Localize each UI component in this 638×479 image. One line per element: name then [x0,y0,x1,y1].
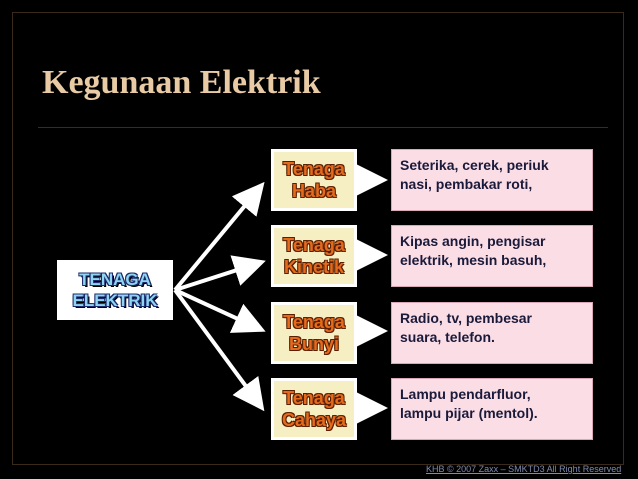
example-text-line1: Seterika, cerek, periuk [400,157,549,173]
example-text-line2: nasi, pembakar roti, [400,176,533,192]
example-text-line1: Lampu pendarfluor, [400,386,531,402]
example-text-line2: lampu pijar (mentol). [400,405,538,421]
type-label-line1: Tenaga [283,235,345,255]
type-label-line1: Tenaga [283,388,345,408]
source-label-line1: TENAGA [79,270,151,289]
type-label-line2: Haba [291,181,336,201]
type-box-cahaya: Tenaga Cahaya [271,378,357,440]
arrow-source-to-haba [173,181,265,292]
type-label-line2: Cahaya [281,410,347,430]
slide-footer: KHB © 2007 Zaxx – SMKTD3 All Right Reser… [426,464,622,474]
arrow-source-to-cahaya [173,288,265,412]
example-box-haba: Seterika, cerek, periuk nasi, pembakar r… [391,149,593,211]
example-text-line2: suara, telefon. [400,329,495,345]
example-box-kinetik: Kipas angin, pengisar elektrik, mesin ba… [391,225,593,287]
source-box-tenaga-elektrik: TENAGA ELEKTRIK [57,260,173,320]
type-label-line2: Kinetik [283,257,344,277]
slide-title: Kegunaan Elektrik [42,64,321,101]
type-label-line2: Bunyi [288,334,339,354]
type-label-line1: Tenaga [283,312,345,332]
example-text-line1: Kipas angin, pengisar [400,233,546,249]
example-box-bunyi: Radio, tv, pembesar suara, telefon. [391,302,593,364]
type-box-kinetik: Tenaga Kinetik [271,225,357,287]
type-box-bunyi: Tenaga Bunyi [271,302,357,364]
example-text-line2: elektrik, mesin basuh, [400,252,547,268]
arrow-source-to-kinetik [174,255,266,292]
example-text-line1: Radio, tv, pembesar [400,310,533,326]
type-box-haba: Tenaga Haba [271,149,357,211]
title-divider [38,127,608,128]
slide-frame [12,12,624,465]
example-box-cahaya: Lampu pendarfluor, lampu pijar (mentol). [391,378,593,440]
source-label-line2: ELEKTRIK [72,291,158,310]
type-label-line1: Tenaga [283,159,345,179]
arrow-source-to-bunyi [174,288,266,333]
